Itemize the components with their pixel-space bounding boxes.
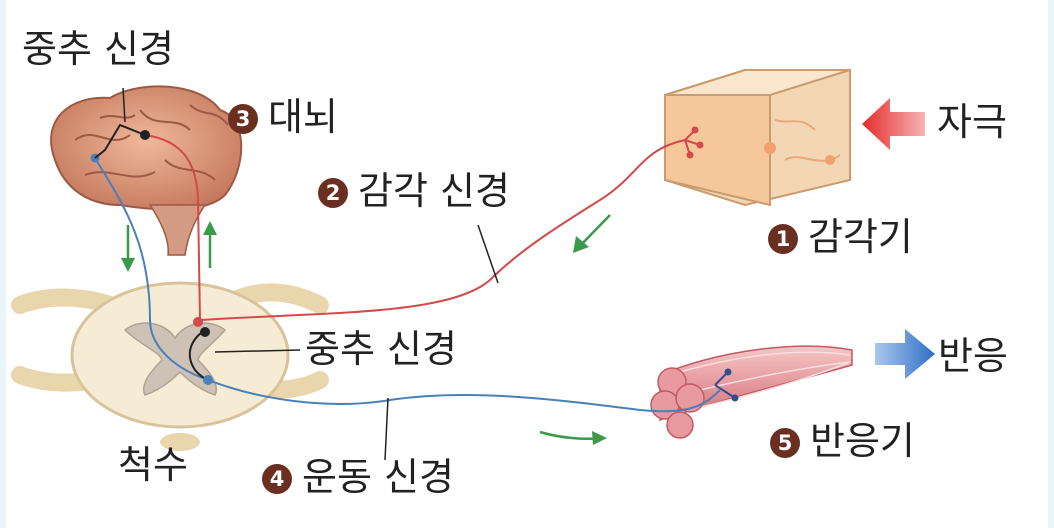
motor-nerve-from-brain xyxy=(94,157,209,381)
badge-5: 5 xyxy=(770,428,800,458)
brain-interneuron-link xyxy=(94,123,146,159)
motor-neuron-cell xyxy=(203,375,213,385)
interneuron-cell xyxy=(200,327,210,337)
label-spinal-cord-text: 척수 xyxy=(118,443,188,487)
label-spinal-cord: 척수 xyxy=(118,446,188,484)
label-brain: 3 대뇌 xyxy=(228,98,338,136)
label-receptor-text: 감각기 xyxy=(808,215,913,259)
receptor-illustration xyxy=(664,69,851,207)
response-arrow-icon xyxy=(875,329,935,379)
label-motor-nerve: 4 운동 신경 xyxy=(262,458,454,496)
label-sensory-nerve: 2 감각 신경 xyxy=(318,172,510,210)
label-stimulus: 자극 xyxy=(937,103,1007,141)
motor-nerve-path xyxy=(207,379,721,413)
label-sensory-nerve-text: 감각 신경 xyxy=(358,169,510,213)
pointer-cns-mid xyxy=(214,349,301,353)
label-brain-text: 대뇌 xyxy=(268,95,338,139)
stimulus-arrow-icon xyxy=(862,98,925,150)
label-response-text: 반응 xyxy=(938,334,1008,378)
label-cns-mid-text: 중추 신경 xyxy=(305,327,457,371)
badge-4: 4 xyxy=(262,464,292,494)
label-effector: 5 반응기 xyxy=(770,422,915,460)
brain-illustration xyxy=(50,85,243,256)
flow-arrow-down-icon xyxy=(121,225,135,272)
label-cns-mid: 중추 신경 xyxy=(305,330,457,368)
pointer-cns-top xyxy=(122,87,126,123)
label-cns-top-text: 중추 신경 xyxy=(22,27,174,71)
label-cns-top: 중추 신경 xyxy=(22,30,174,68)
label-stimulus-text: 자극 xyxy=(937,100,1007,144)
badge-3: 3 xyxy=(228,104,258,134)
pointer-sensory xyxy=(477,224,499,284)
effector-nerve-endings xyxy=(714,368,739,402)
spinal-cord-illustration xyxy=(11,281,329,451)
flow-arrow-up-icon xyxy=(203,221,217,268)
flow-arrow-motor-icon xyxy=(539,430,607,445)
sensory-nerve-path xyxy=(199,139,686,321)
badge-1: 1 xyxy=(768,224,798,254)
sensory-nerve-to-brain xyxy=(144,134,201,321)
receptor-nerve-endings xyxy=(684,126,704,159)
pointer-motor xyxy=(384,397,389,461)
label-effector-text: 반응기 xyxy=(810,419,915,463)
flow-arrow-sensory-icon xyxy=(573,214,611,253)
sensory-neuron-cell xyxy=(193,317,203,327)
badge-2: 2 xyxy=(318,178,348,208)
label-receptor: 1 감각기 xyxy=(768,218,913,256)
label-motor-nerve-text: 운동 신경 xyxy=(302,455,454,499)
label-response: 반응 xyxy=(938,337,1008,375)
